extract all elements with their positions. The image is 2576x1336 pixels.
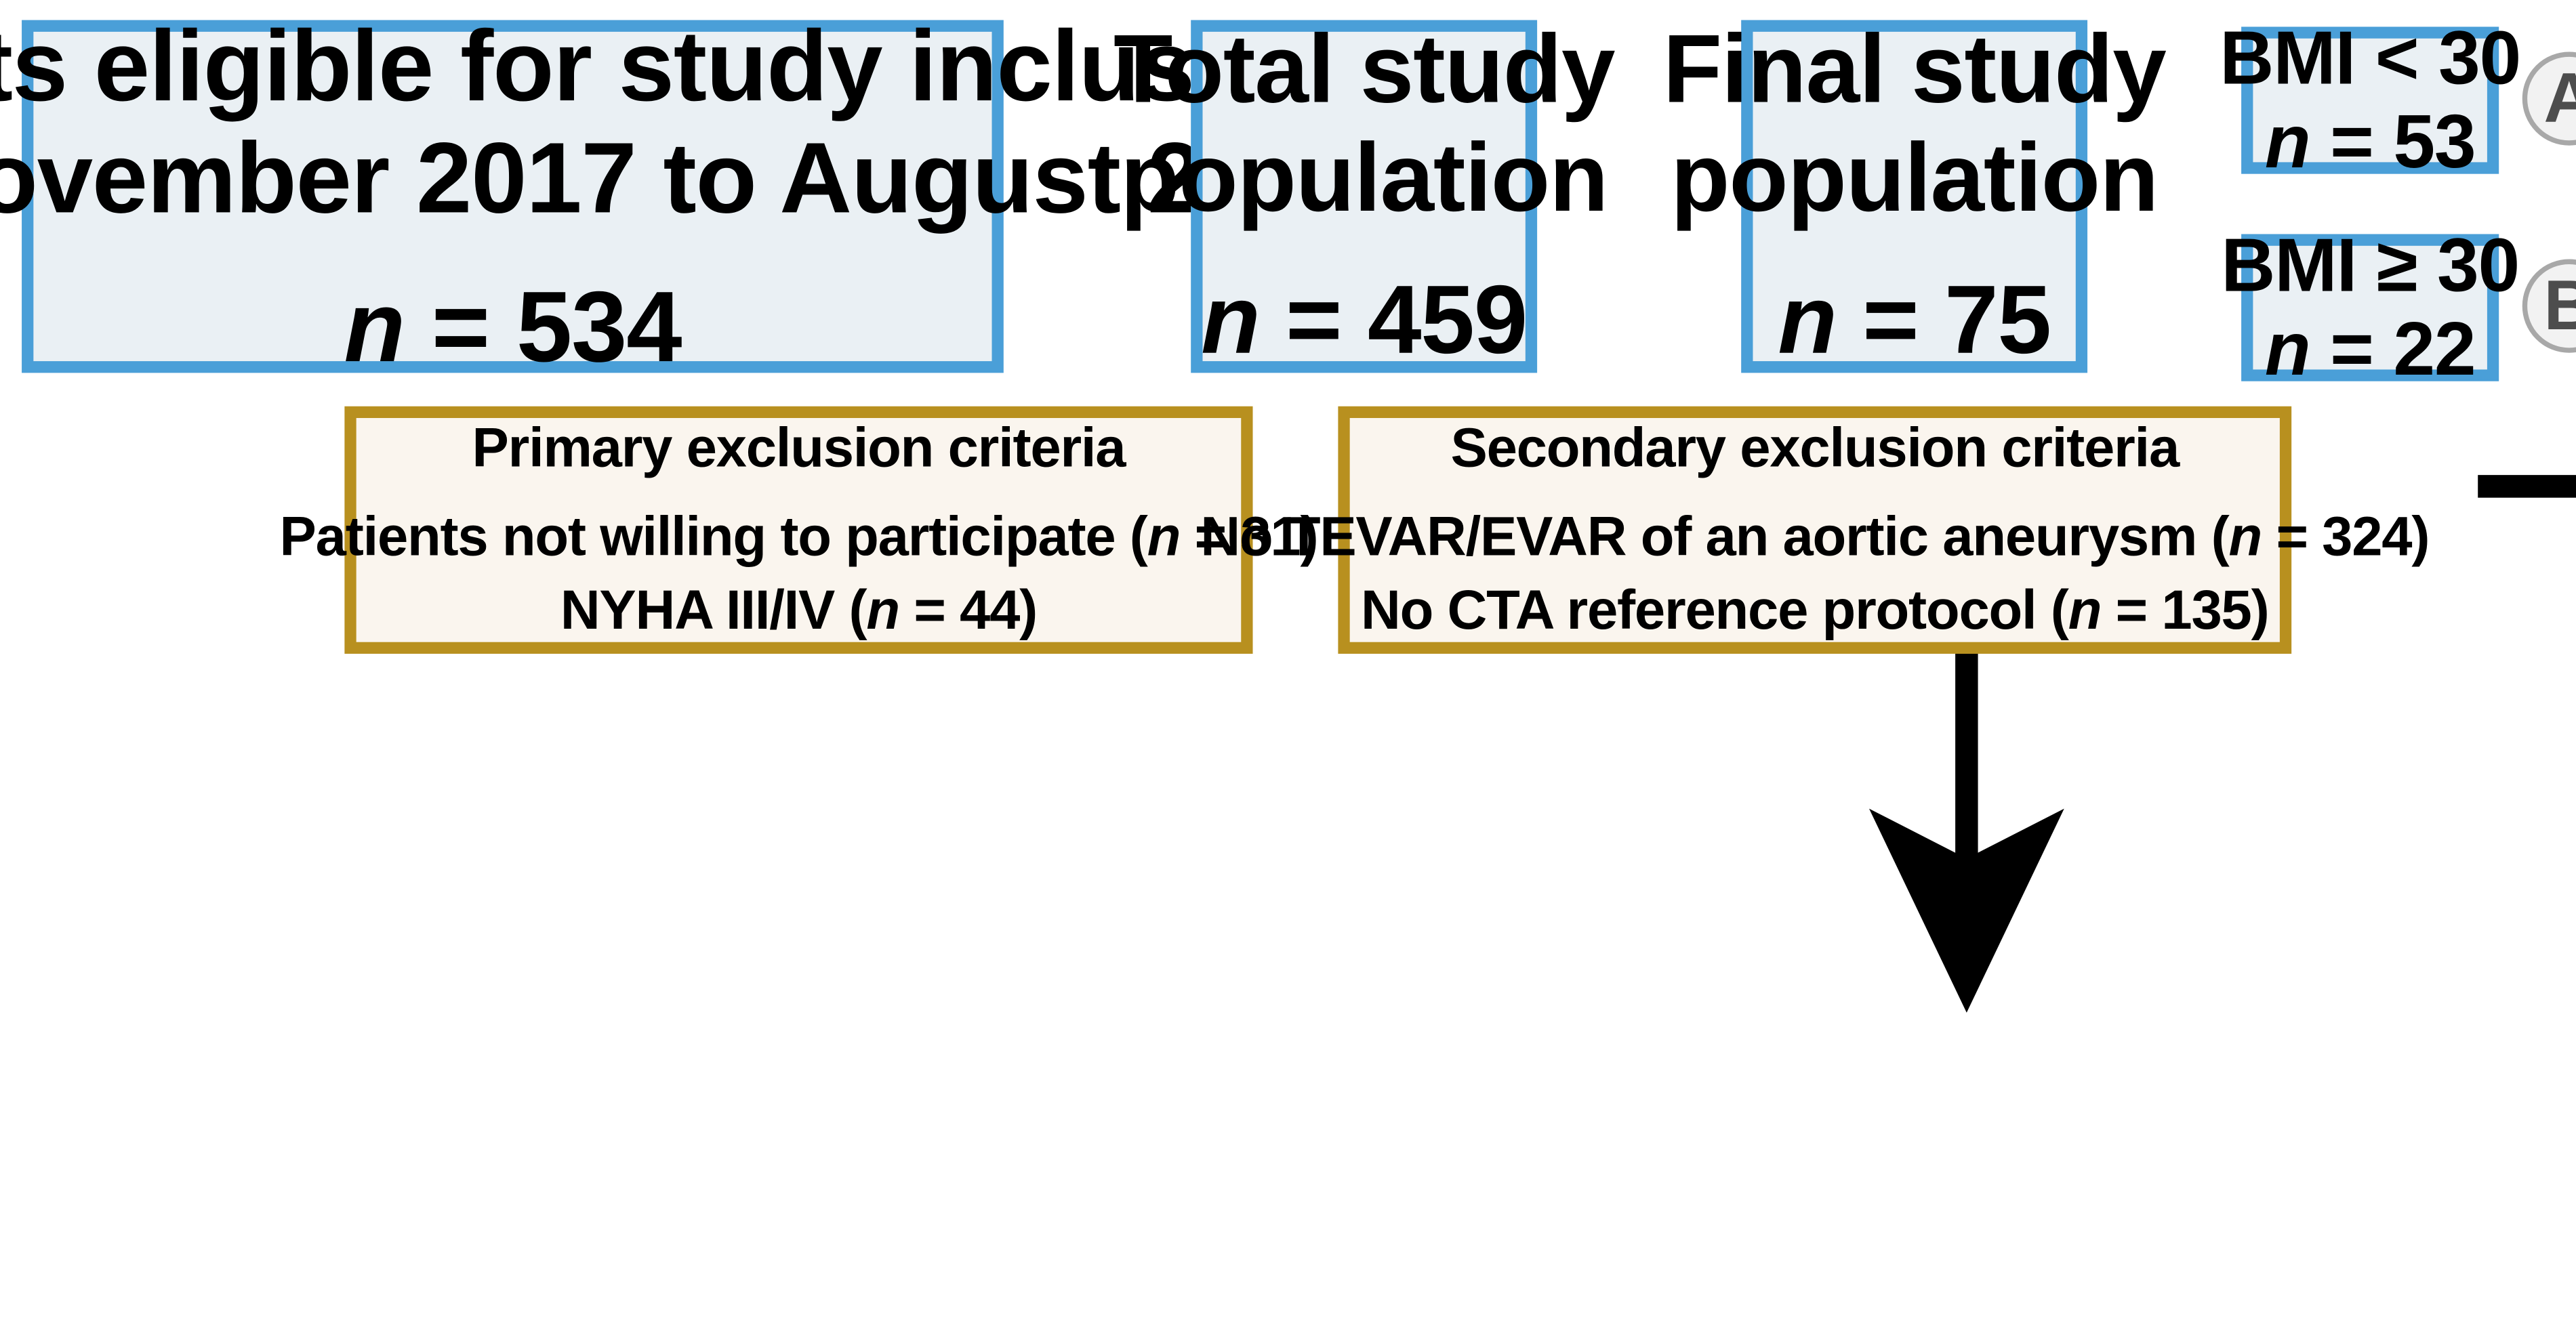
n-symbol: n bbox=[2068, 578, 2102, 641]
primary-exclusion-item-2-text: NYHA III/IV ( bbox=[560, 578, 867, 641]
panel-badge-b: B bbox=[2522, 259, 2576, 353]
node-total-line2: population bbox=[1120, 123, 1608, 233]
flowchart-canvas: Patients eligible for study inclusion fr… bbox=[0, 9, 2576, 1013]
primary-exclusion-item-2: NYHA III/IV (n = 44) bbox=[560, 578, 1038, 642]
node-final-study-population: Final study population n = 75 bbox=[1663, 16, 2167, 376]
n-symbol: n bbox=[1147, 505, 1181, 567]
node-bmi-high-label: BMI ≥ 30 bbox=[2221, 222, 2520, 308]
flowchart-scaler: Patients eligible for study inclusion fr… bbox=[0, 9, 2576, 1013]
node-patients-eligible: Patients eligible for study inclusion fr… bbox=[0, 9, 1368, 383]
secondary-exclusion-item-2-value: = 135) bbox=[2101, 578, 2270, 641]
n-value: 459 bbox=[1367, 266, 1528, 375]
n-equals: = bbox=[2310, 306, 2394, 392]
node-eligible-count: n = 534 bbox=[327, 271, 698, 383]
n-symbol: n bbox=[866, 578, 900, 641]
node-bmi-high-count: n = 22 bbox=[2264, 306, 2476, 392]
secondary-exclusion-item-1: No TEVAR/EVAR of an aortic aneurysm (n =… bbox=[1200, 505, 2430, 568]
node-total-study-population: Total study population n = 459 bbox=[1113, 16, 1616, 376]
secondary-exclusion-title: Secondary exclusion criteria bbox=[1450, 416, 2180, 479]
n-equals: = bbox=[2310, 98, 2394, 184]
n-value: 53 bbox=[2393, 98, 2476, 184]
n-equals: = bbox=[1836, 266, 1945, 375]
secondary-exclusion-item-1-value: = 324) bbox=[2262, 505, 2430, 567]
primary-exclusion-title: Primary exclusion criteria bbox=[472, 416, 1126, 479]
n-symbol: n bbox=[1201, 266, 1260, 375]
n-symbol: n bbox=[2228, 505, 2262, 567]
node-secondary-exclusion-criteria: Secondary exclusion criteria No TEVAR/EV… bbox=[1200, 406, 2430, 654]
secondary-exclusion-item-2: No CTA reference protocol (n = 135) bbox=[1361, 578, 2270, 642]
secondary-exclusion-item-2-text: No CTA reference protocol ( bbox=[1361, 578, 2069, 641]
n-symbol: n bbox=[1778, 266, 1837, 375]
panel-badge-a: A bbox=[2522, 51, 2576, 146]
node-bmi-at-least-30: BMI ≥ 30 n = 22 bbox=[2221, 222, 2520, 391]
node-eligible-line1: Patients eligible for study inclusion bbox=[0, 9, 1343, 122]
primary-exclusion-item-2-value: = 44) bbox=[899, 578, 1038, 641]
node-eligible-line2: from November 2017 to August 2020 bbox=[0, 121, 1368, 234]
n-value: 534 bbox=[516, 271, 682, 383]
node-final-line1: Final study bbox=[1662, 15, 2167, 124]
n-symbol: n bbox=[344, 271, 405, 383]
n-equals: = bbox=[1259, 266, 1368, 375]
node-total-count: n = 459 bbox=[1201, 266, 1528, 376]
n-equals: = bbox=[404, 271, 516, 383]
primary-exclusion-item-1: Patients not willing to participate (n =… bbox=[279, 505, 1319, 568]
node-bmi-low-count: n = 53 bbox=[2264, 98, 2476, 184]
primary-exclusion-item-1-text: Patients not willing to participate ( bbox=[279, 505, 1148, 567]
n-value: 22 bbox=[2393, 306, 2476, 392]
node-total-line1: Total study bbox=[1113, 15, 1616, 124]
n-symbol: n bbox=[2264, 306, 2311, 392]
node-bmi-below-30: BMI < 30 n = 53 bbox=[2220, 15, 2521, 184]
n-value: 75 bbox=[1944, 266, 2051, 375]
secondary-exclusion-item-1-text: No TEVAR/EVAR of an aortic aneurysm ( bbox=[1200, 505, 2229, 567]
n-symbol: n bbox=[2264, 98, 2311, 184]
primary-exclusion-item-1-value: = 31) bbox=[1180, 505, 1319, 567]
node-final-line2: population bbox=[1671, 123, 2159, 233]
node-bmi-low-label: BMI < 30 bbox=[2220, 14, 2521, 100]
node-primary-exclusion-criteria: Primary exclusion criteria Patients not … bbox=[280, 406, 1319, 654]
node-final-count: n = 75 bbox=[1778, 266, 2051, 376]
